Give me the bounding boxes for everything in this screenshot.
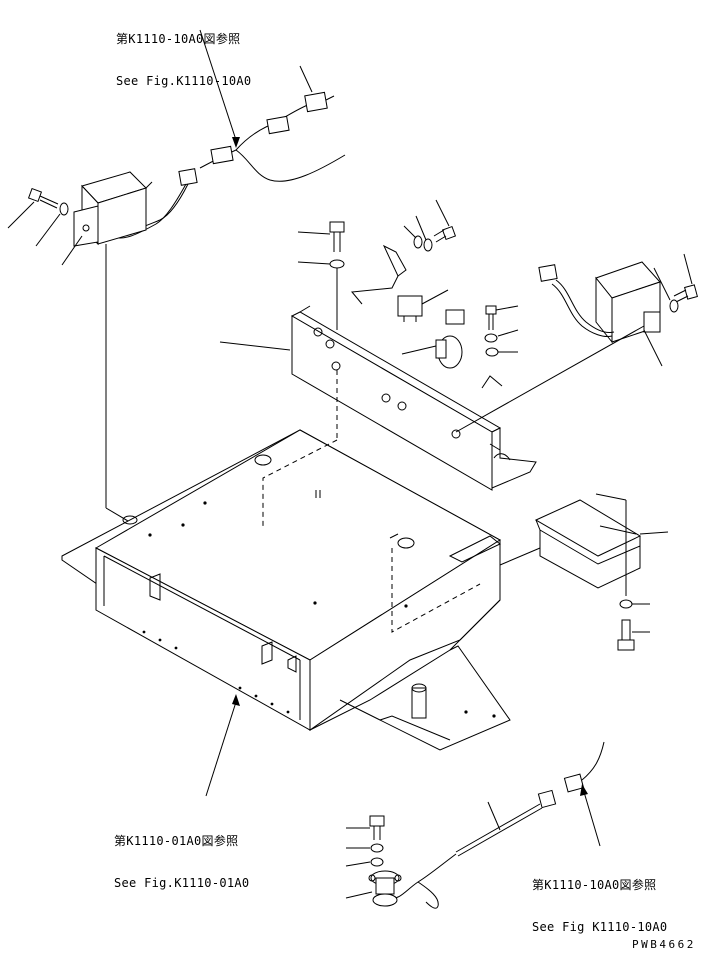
sensor-switch	[346, 871, 401, 906]
arrow-left-ref	[206, 694, 240, 796]
reference-bottom-right-en: See Fig K1110-10A0	[532, 920, 668, 934]
bolt-cover	[618, 620, 650, 650]
bolt-center	[298, 200, 518, 330]
buzzer	[402, 310, 464, 368]
cover-box	[500, 494, 668, 596]
reference-top-en: See Fig.K1110-10A0	[116, 74, 252, 88]
washer-center	[298, 216, 518, 440]
bolt-right	[674, 254, 697, 302]
bolt-left	[8, 189, 58, 228]
drawing-code: PWB4662	[632, 938, 696, 951]
washer-sensor	[346, 844, 383, 866]
relay	[398, 290, 448, 322]
arrow-right-ref	[580, 784, 600, 846]
reference-top-jp: 第K1110-10A0図参照	[116, 32, 241, 46]
controller-left	[74, 172, 152, 246]
reference-top: 第K1110-10A0図参照 See Fig.K1110-10A0	[116, 4, 251, 116]
washer-cover	[620, 600, 650, 608]
reference-bottom-left: 第K1110-01A0図参照 See Fig.K1110-01A0	[114, 806, 249, 918]
bracket-plate	[220, 306, 536, 490]
washer-left	[36, 203, 82, 265]
floor-frame	[62, 430, 510, 750]
bracket-small	[352, 246, 406, 304]
bolt-sensor	[346, 816, 384, 840]
controller-right	[456, 262, 662, 432]
reference-bottom-right: 第K1110-10A0図参照 See Fig K1110-10A0	[532, 850, 667, 962]
reference-bottom-right-jp: 第K1110-10A0図参照	[532, 878, 657, 892]
harness-connectors	[112, 30, 345, 238]
sensor-harness	[390, 742, 604, 908]
reference-bottom-left-en: See Fig.K1110-01A0	[114, 876, 250, 890]
reference-bottom-left-jp: 第K1110-01A0図参照	[114, 834, 239, 848]
washer-right	[654, 268, 678, 312]
